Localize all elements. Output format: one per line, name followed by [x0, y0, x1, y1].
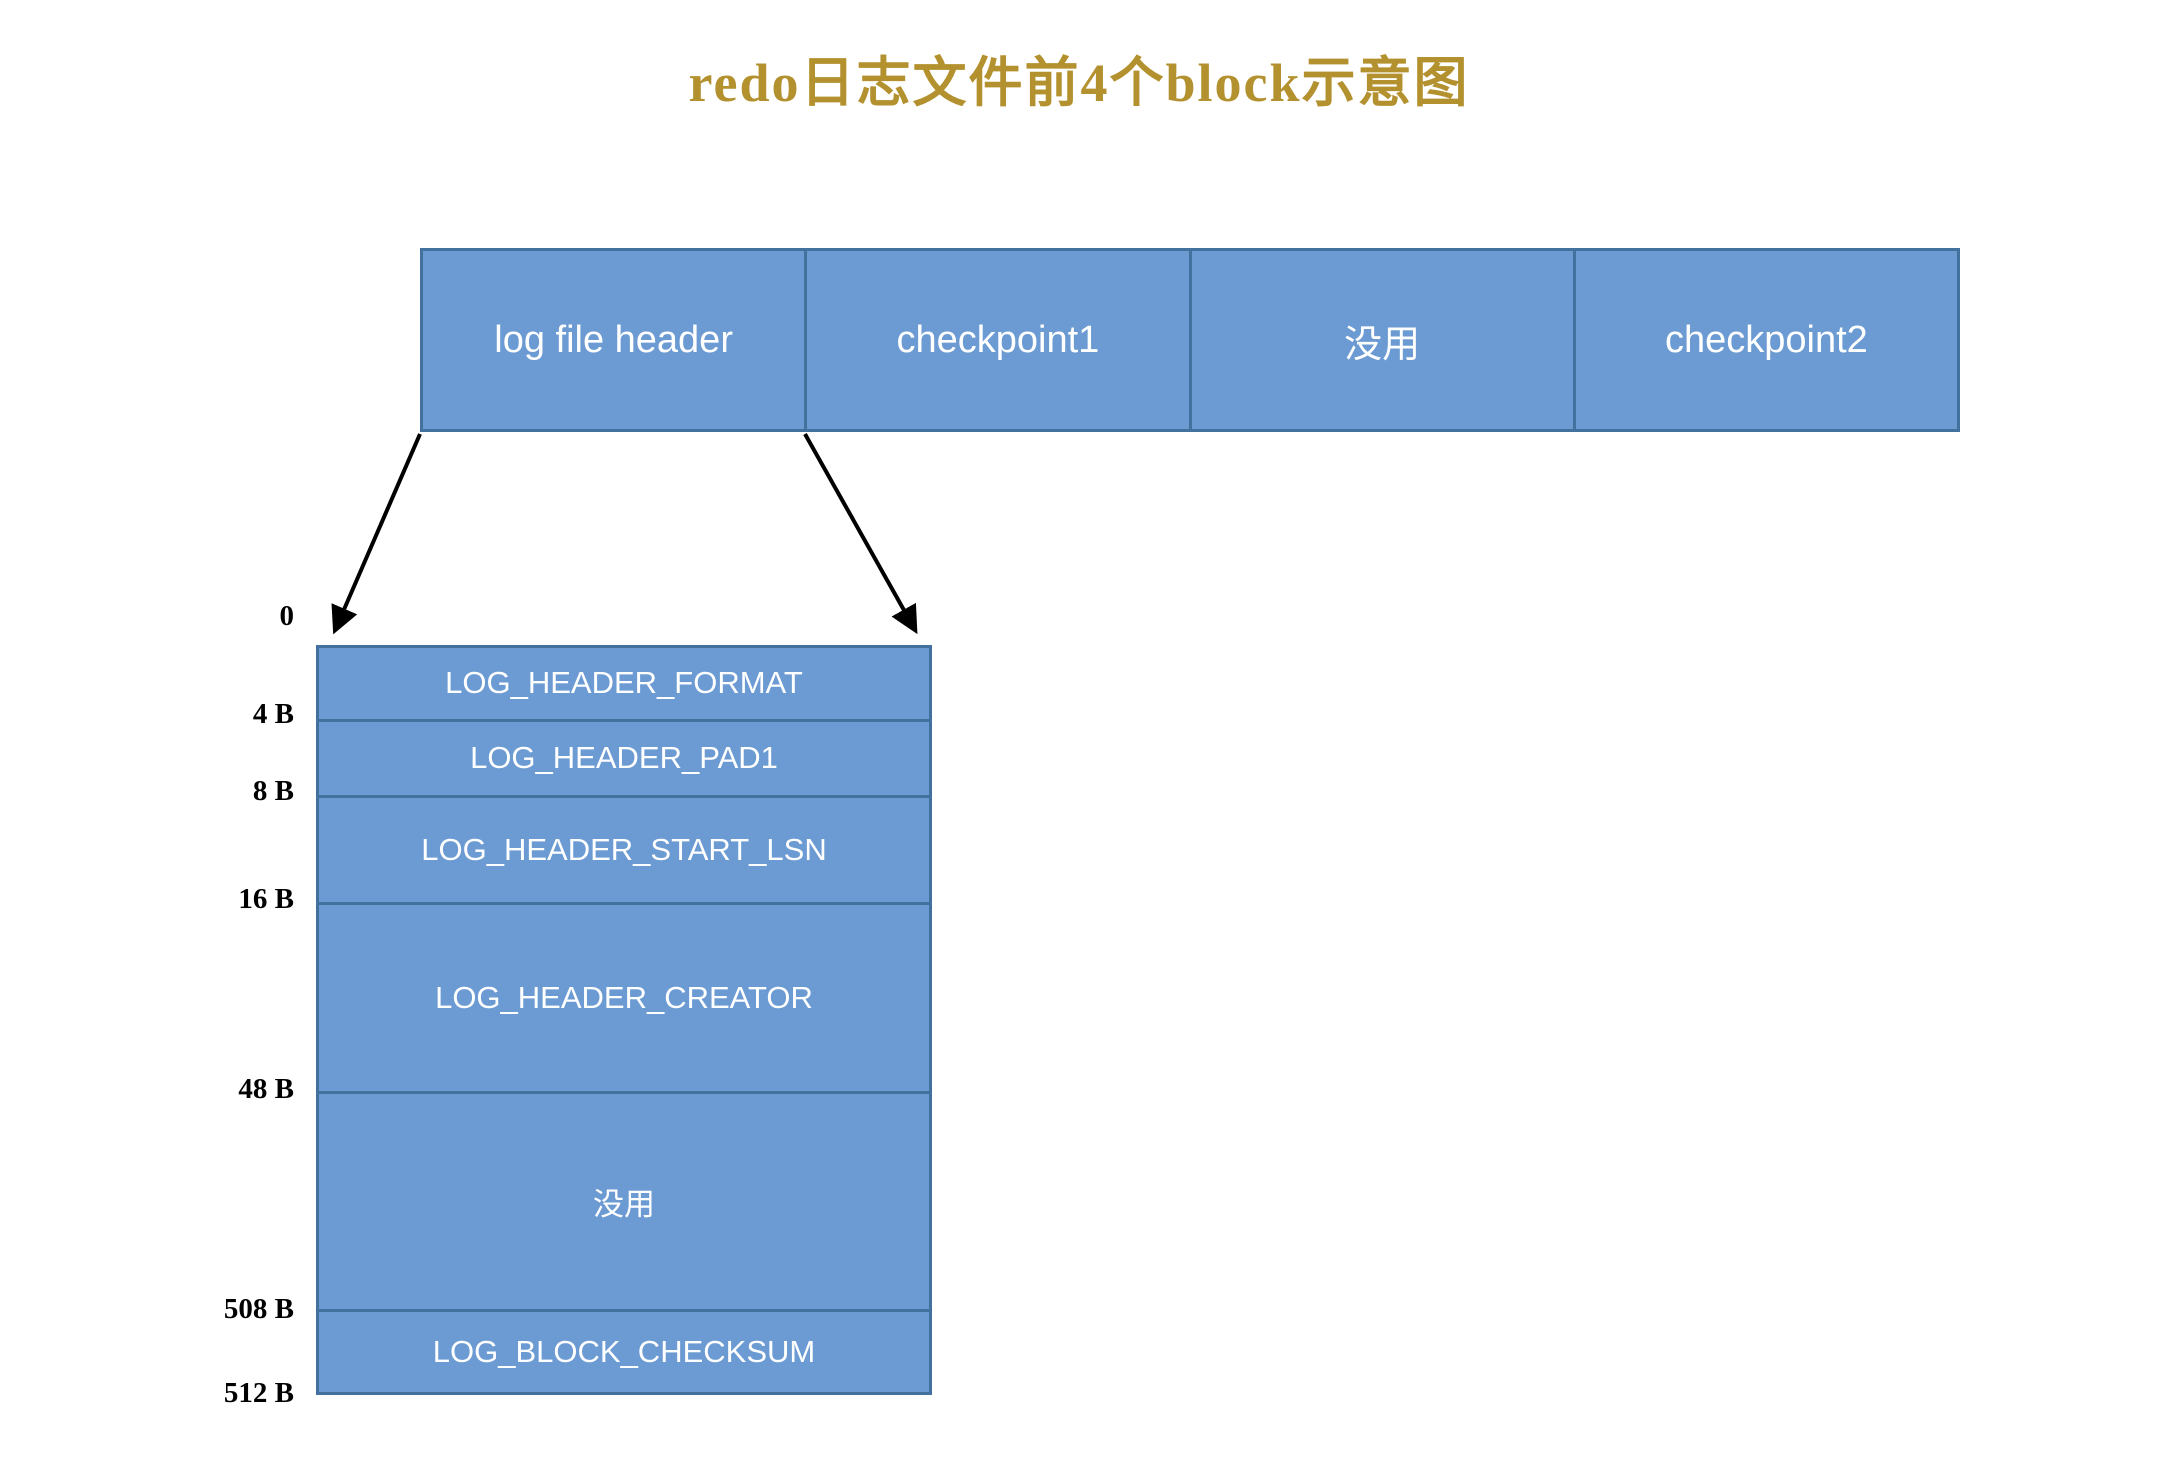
top-cell-label: log file header	[494, 318, 733, 361]
detail-segment-label: LOG_HEADER_PAD1	[470, 740, 778, 776]
detail-segment-label: 没用	[593, 1186, 655, 1222]
offset-label-16b: 16 B	[238, 883, 294, 915]
detail-segment-log-header-format[interactable]: LOG_HEADER_FORMAT	[319, 648, 929, 722]
top-block-row: log file header checkpoint1 没用 checkpoin…	[420, 248, 1960, 432]
detail-segment-log-header-pad1[interactable]: LOG_HEADER_PAD1	[319, 722, 929, 798]
top-cell-unused[interactable]: 没用	[1192, 251, 1576, 429]
detail-segment-log-block-checksum[interactable]: LOG_BLOCK_CHECKSUM	[319, 1312, 929, 1392]
page-title: redo日志文件前4个block示意图	[688, 53, 1470, 113]
top-cell-checkpoint1[interactable]: checkpoint1	[807, 251, 1192, 429]
top-cell-label: checkpoint2	[1664, 318, 1868, 361]
offset-label-48b: 48 B	[238, 1073, 294, 1105]
offset-label-8b: 8 B	[252, 775, 294, 807]
top-cell-label: 没用	[1344, 323, 1421, 366]
detail-segment-log-header-start-lsn[interactable]: LOG_HEADER_START_LSN	[319, 798, 929, 905]
top-cell-checkpoint2[interactable]: checkpoint2	[1576, 251, 1957, 429]
detail-segment-label: LOG_HEADER_START_LSN	[421, 831, 827, 867]
top-cell-log-file-header[interactable]: log file header	[423, 251, 808, 429]
offset-label-512b: 512 B	[223, 1377, 294, 1409]
log-file-header-detail-block: LOG_HEADER_FORMAT LOG_HEADER_PAD1 LOG_HE…	[316, 645, 932, 1395]
arrow-right	[803, 433, 918, 635]
detail-segment-label: LOG_HEADER_FORMAT	[445, 665, 803, 701]
offset-label-508b: 508 B	[223, 1293, 294, 1325]
detail-segment-label: LOG_BLOCK_CHECKSUM	[432, 1333, 816, 1369]
offset-label-4b: 4 B	[252, 698, 294, 730]
detail-segment-label: LOG_HEADER_CREATOR	[435, 980, 813, 1015]
detail-segment-log-header-creator[interactable]: LOG_HEADER_CREATOR	[319, 905, 929, 1095]
detail-segment-unused[interactable]: 没用	[319, 1094, 929, 1312]
top-cell-label: checkpoint1	[896, 318, 1100, 361]
arrow-left	[331, 433, 422, 635]
offset-label-0: 0	[279, 600, 295, 632]
